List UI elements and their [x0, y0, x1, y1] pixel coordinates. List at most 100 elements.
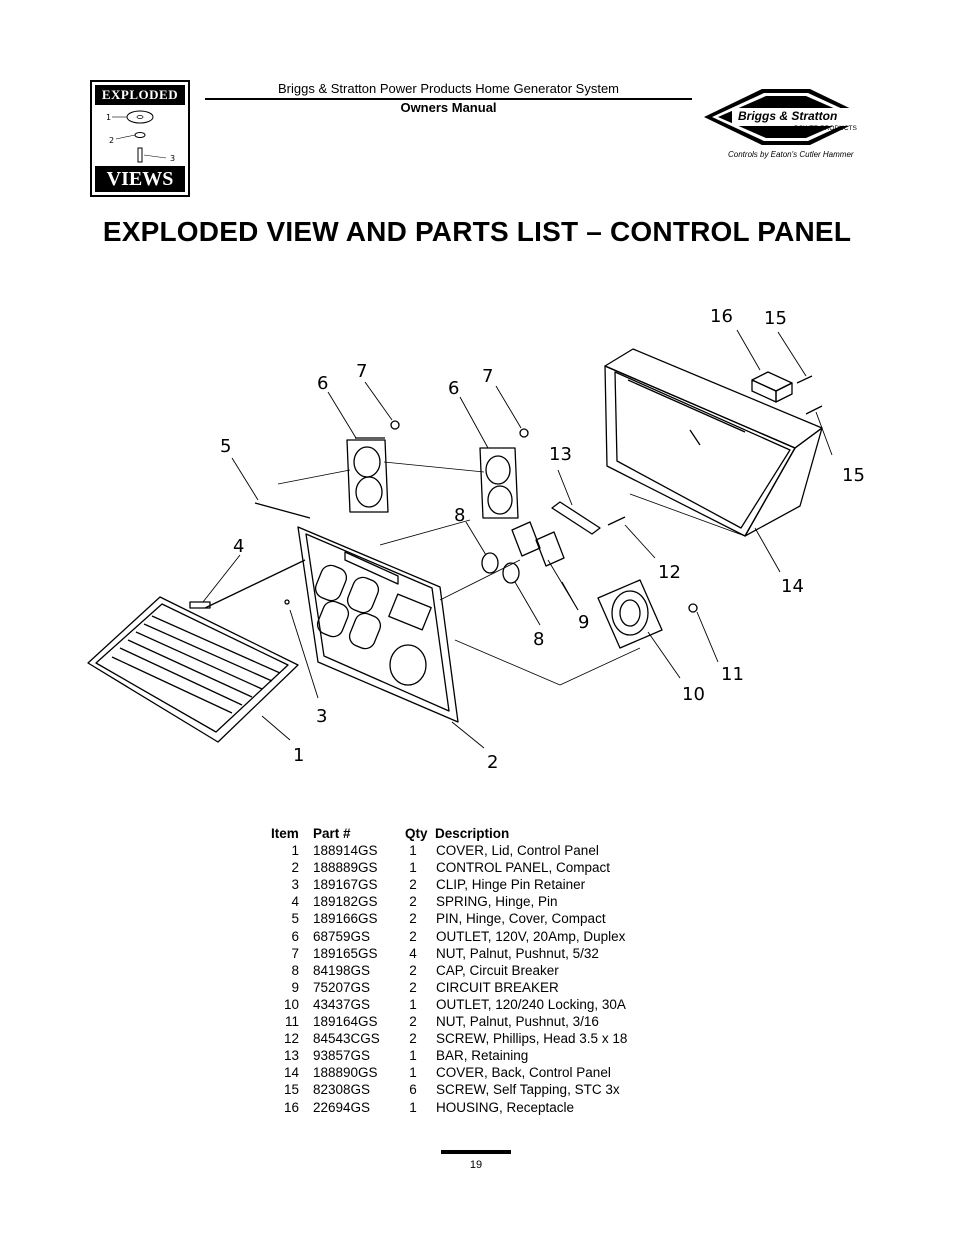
quantity: 1 — [409, 843, 417, 859]
callout-8: 8 — [454, 505, 465, 526]
callout-16: 16 — [710, 306, 733, 327]
description: NUT, Palnut, Pushnut, 5/32 — [436, 945, 599, 961]
control-panel-part — [297, 526, 459, 723]
item-number: 6 — [291, 928, 299, 944]
item-number: 12 — [283, 1031, 299, 1047]
item-number: 10 — [283, 996, 299, 1012]
nut-part — [390, 420, 400, 430]
item-number: 9 — [291, 979, 299, 995]
nut-part — [519, 428, 529, 438]
callout-11: 11 — [721, 664, 744, 685]
description: SCREW, Self Tapping, STC 3x — [436, 1082, 620, 1098]
callout-13: 13 — [549, 444, 572, 465]
callout-3: 3 — [316, 706, 327, 727]
item-number: 4 — [291, 894, 299, 910]
item-number: 8 — [291, 962, 299, 978]
item-number: 13 — [283, 1048, 299, 1064]
quantity: 2 — [409, 911, 417, 927]
item-number: 7 — [291, 945, 299, 961]
quantity: 4 — [409, 945, 417, 961]
page-title: EXPLODED VIEW AND PARTS LIST – CONTROL P… — [102, 216, 852, 247]
item-number: 5 — [291, 911, 299, 927]
part-number: 68759GS — [313, 928, 371, 944]
quantity: 2 — [409, 979, 417, 995]
part-number: 189182GS — [313, 894, 378, 910]
description: CLIP, Hinge Pin Retainer — [436, 877, 586, 893]
item-number: 15 — [283, 1082, 299, 1098]
quantity: 1 — [409, 1048, 417, 1064]
nut-part — [688, 603, 698, 613]
part-number: 188889GS — [313, 860, 378, 876]
description: CAP, Circuit Breaker — [436, 962, 559, 978]
duplex-outlet-part — [479, 447, 519, 519]
header-qty: Qty — [405, 826, 428, 841]
badge-callout: 1 — [106, 113, 111, 122]
description: COVER, Lid, Control Panel — [436, 843, 599, 859]
part-number: 82308GS — [313, 1082, 371, 1098]
description: COVER, Back, Control Panel — [436, 1065, 611, 1081]
part-number: 43437GS — [313, 996, 371, 1012]
badge-top-text: EXPLODED — [95, 85, 185, 105]
exploded-diagram: 16 15 6 7 6 7 5 13 15 8 4 12 14 9 8 11 1… — [87, 306, 865, 773]
callout-6: 6 — [448, 378, 459, 399]
briggs-stratton-logo: Briggs & Stratton POWER PRODUCTS — [704, 89, 868, 145]
callout-6: 6 — [317, 373, 328, 394]
callout-4: 4 — [233, 536, 244, 557]
header-description: Description — [435, 826, 510, 841]
exploded-views-badge: EXPLODED 1 2 3 VIEWS — [90, 80, 190, 197]
receptacle-housing-part — [751, 371, 793, 403]
logo-caption: Controls by Eaton's Cutler Hammer — [728, 150, 854, 159]
duplex-outlet-part — [346, 437, 389, 513]
quantity: 2 — [409, 877, 417, 893]
breaker-cap-part — [481, 552, 499, 574]
quantity: 1 — [409, 1065, 417, 1081]
part-number: 188914GS — [313, 843, 378, 859]
quantity: 2 — [409, 962, 417, 978]
part-number: 84543CGS — [313, 1031, 380, 1047]
header-rule — [205, 98, 692, 100]
description: HOUSING, Receptacle — [436, 1099, 575, 1115]
part-number: 189164GS — [313, 1014, 378, 1030]
item-number: 14 — [283, 1065, 299, 1081]
callout-7: 7 — [482, 366, 493, 387]
description: CONTROL PANEL, Compact — [436, 860, 611, 876]
description: OUTLET, 120V, 20Amp, Duplex — [436, 928, 626, 944]
breaker-cap-part — [502, 562, 520, 584]
callout-5: 5 — [220, 436, 231, 457]
quantity: 2 — [409, 928, 417, 944]
hinge-pin-part — [254, 502, 311, 519]
quantity: 1 — [409, 860, 417, 876]
hinge-spring-part — [204, 559, 306, 609]
badge-bottom-text: VIEWS — [95, 166, 185, 192]
callout-9: 9 — [578, 612, 589, 633]
callout-14: 14 — [781, 576, 804, 597]
quantity: 2 — [409, 894, 417, 910]
item-number: 3 — [291, 877, 299, 893]
description: PIN, Hinge, Cover, Compact — [436, 911, 606, 927]
callout-1: 1 — [293, 745, 304, 766]
quantity: 1 — [409, 1099, 417, 1115]
item-number: 11 — [284, 1014, 299, 1030]
locking-outlet-part — [597, 579, 663, 649]
callout-7: 7 — [356, 361, 367, 382]
quantity: 2 — [409, 1014, 417, 1030]
part-number: 189167GS — [313, 877, 378, 893]
callout-15: 15 — [842, 465, 865, 486]
description: CIRCUIT BREAKER — [436, 979, 559, 995]
header-part-number: Part # — [313, 826, 351, 841]
callout-2: 2 — [487, 752, 498, 773]
callout-15: 15 — [764, 308, 787, 329]
quantity: 2 — [409, 1031, 417, 1047]
back-cover-part — [604, 348, 823, 537]
callout-8: 8 — [533, 629, 544, 650]
quantity: 6 — [409, 1082, 417, 1098]
item-number: 2 — [291, 860, 299, 876]
screw-part — [805, 405, 823, 415]
description: SPRING, Hinge, Pin — [436, 894, 558, 910]
quantity: 1 — [409, 996, 417, 1012]
circuit-breaker-part — [511, 521, 565, 567]
screw-part — [796, 375, 813, 384]
part-number: 93857GS — [313, 1048, 371, 1064]
callout-12: 12 — [658, 562, 681, 583]
logo-subtext: POWER PRODUCTS — [794, 125, 858, 132]
